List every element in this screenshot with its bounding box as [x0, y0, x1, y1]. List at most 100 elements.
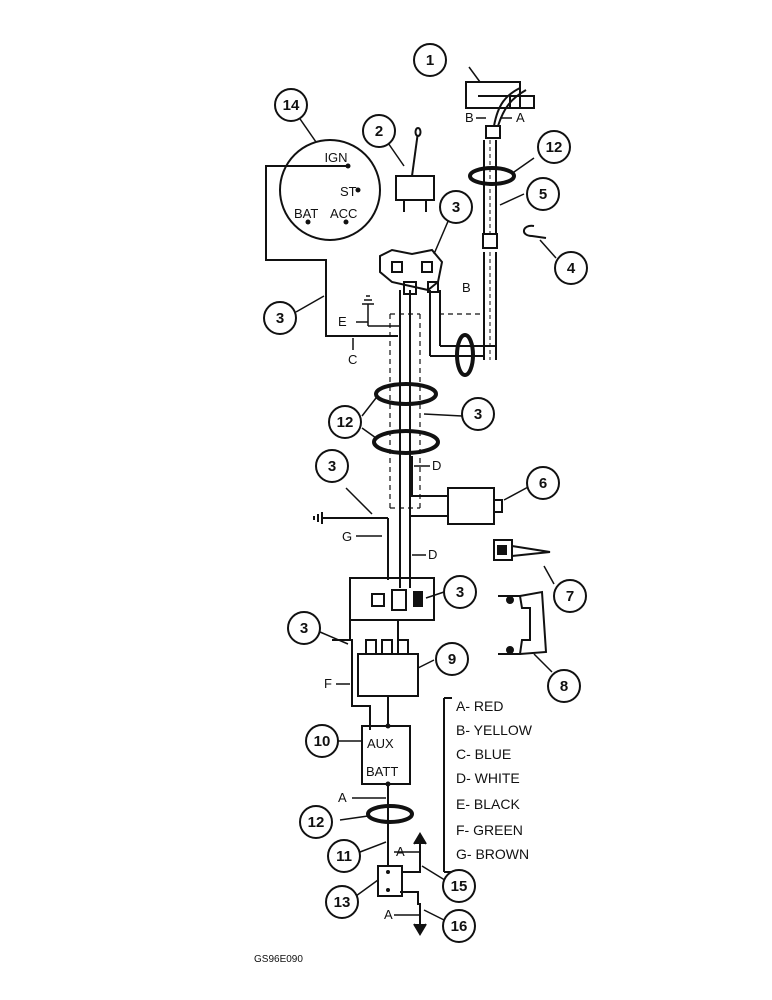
leader-1	[468, 66, 481, 83]
callout-number-15: 15	[451, 878, 468, 895]
callout-number-7: 7	[566, 588, 574, 605]
callout-circle	[362, 114, 396, 148]
callout-number-12: 12	[308, 814, 325, 831]
connector-block-3-lower	[349, 577, 435, 621]
component-1-switch	[465, 81, 535, 139]
wire-letter-a-mid: A	[338, 790, 347, 805]
callout-circle	[413, 43, 447, 77]
wire-letter-d-lower: D	[428, 547, 437, 562]
aux-label: AUX	[367, 736, 394, 751]
callout-circle	[526, 466, 560, 500]
callout-number-16: 16	[451, 918, 468, 935]
callout-number-8: 8	[560, 678, 568, 695]
ground-e	[356, 295, 400, 327]
acc-label: ACC	[330, 206, 357, 221]
callout-number-11: 11	[336, 848, 352, 865]
leader-12-b	[361, 427, 377, 439]
tie-strap-12-top	[468, 166, 516, 186]
callout-circle	[305, 724, 339, 758]
callout-number-10: 10	[314, 733, 331, 750]
fuse-dot-top	[386, 870, 390, 874]
ignition-switch-14	[279, 139, 381, 241]
callout-circle	[553, 579, 587, 613]
wire-g	[313, 512, 389, 580]
callout-number-3: 3	[452, 199, 460, 216]
leader-7	[543, 565, 555, 585]
callout-circle	[299, 805, 333, 839]
leader-8	[533, 653, 553, 673]
callout-circle	[443, 575, 477, 609]
st-terminal	[355, 187, 361, 193]
callout-circle	[263, 301, 297, 335]
wire-letter-d-upper: D	[432, 458, 441, 473]
callout-number-3: 3	[328, 458, 336, 475]
callout-number-4: 4	[567, 260, 576, 277]
part-7	[493, 539, 551, 561]
callout-number-9: 9	[448, 651, 456, 668]
relay-6	[447, 487, 503, 525]
leader-6	[503, 485, 531, 501]
harness-5	[482, 140, 498, 360]
callout-circle	[537, 130, 571, 164]
callout-circle	[325, 885, 359, 919]
tie-strap-12-bottom	[366, 804, 414, 824]
callout-number-13: 13	[334, 894, 351, 911]
legend-item-g: G- BROWN	[456, 846, 529, 862]
callout-circle	[439, 190, 473, 224]
toggle-switch-2	[395, 127, 435, 212]
callout-number-2: 2	[375, 123, 383, 140]
callout-number-3: 3	[300, 620, 308, 637]
batt-label: BATT	[366, 764, 398, 779]
harness-3-sleeve	[389, 313, 421, 509]
wire-letter-a-top: A	[516, 110, 525, 125]
leader-3-f	[319, 631, 349, 645]
callout-circle	[328, 405, 362, 439]
bat-label: BAT	[294, 206, 318, 221]
callout-circle	[287, 611, 321, 645]
wire-d-upper	[410, 456, 448, 517]
connector-block-3-upper	[379, 248, 444, 295]
callout-circle	[435, 642, 469, 676]
clip-4	[523, 224, 547, 239]
bracket-8	[498, 590, 548, 655]
leader-12-top	[513, 157, 535, 173]
callout-circle	[526, 177, 560, 211]
legend-item-d: D- WHITE	[456, 770, 520, 786]
leader-14	[297, 115, 317, 143]
wire-letter-c: C	[348, 352, 357, 367]
component-9	[357, 639, 419, 697]
leader-11	[359, 841, 387, 853]
legend-item-e: E- BLACK	[456, 796, 520, 812]
callout-number-5: 5	[539, 186, 547, 203]
leader-4	[539, 239, 557, 259]
acc-terminal	[343, 219, 349, 225]
leader-3-mid	[423, 413, 463, 417]
wire-letter-a-16: A	[384, 907, 393, 922]
leader-9	[417, 659, 435, 669]
legend-item-f: F- GREEN	[456, 822, 523, 838]
wire-letter-e: E	[338, 314, 347, 329]
main-trunk	[399, 290, 496, 588]
ign-label: IGN	[324, 150, 347, 165]
callout-number-3: 3	[276, 310, 284, 327]
leader-5	[499, 193, 525, 206]
callout-number-14: 14	[283, 97, 300, 114]
callout-circle	[442, 909, 476, 943]
wire-letter-b-top: B	[465, 110, 474, 125]
callout-number-12: 12	[546, 139, 563, 156]
callout-circle	[274, 88, 308, 122]
output-wires	[400, 832, 427, 936]
callout-number-1: 1	[426, 52, 434, 69]
fuse-block-13	[377, 865, 403, 897]
callout-number-6: 6	[539, 475, 547, 492]
callout-circle	[442, 869, 476, 903]
wire-letter-f: F	[324, 676, 332, 691]
tie-strap-12-a	[374, 382, 438, 406]
legend-item-b: B- YELLOW	[456, 722, 533, 738]
leader-3-left	[295, 295, 325, 313]
leader-12-a	[361, 397, 377, 417]
wire-letter-g: G	[342, 529, 352, 544]
